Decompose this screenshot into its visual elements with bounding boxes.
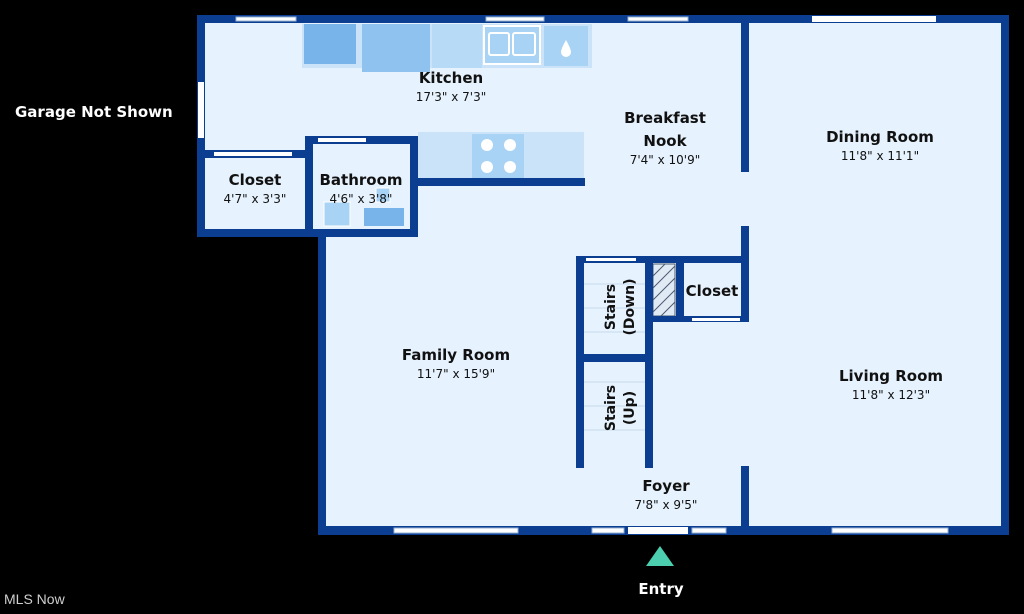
mls-watermark: MLS Now bbox=[4, 591, 65, 607]
living-room-label: Living Room bbox=[839, 367, 943, 385]
kitchen-label: Kitchen bbox=[419, 69, 483, 87]
bathroom-fixtures bbox=[323, 187, 404, 227]
bathroom-label: Bathroom bbox=[319, 171, 402, 189]
living-room-dims: 11'8" x 12'3" bbox=[852, 388, 930, 402]
dishwasher-drop-icon bbox=[561, 40, 571, 57]
kitchen-counter-top bbox=[302, 24, 592, 72]
breakfast-nook-label-line2: Nook bbox=[643, 132, 687, 150]
stairs-down-label: Stairs (Down) bbox=[603, 279, 638, 336]
garage-note: Garage Not Shown bbox=[15, 103, 173, 121]
entry-arrow-icon bbox=[646, 546, 674, 566]
family-room-label: Family Room bbox=[402, 346, 510, 364]
foyer-label: Foyer bbox=[642, 477, 690, 495]
foyer-dims: 7'8" x 9'5" bbox=[635, 498, 698, 512]
kitchen-sink-icon bbox=[488, 32, 536, 56]
closet-left-label: Closet bbox=[229, 171, 282, 189]
closet-right-label: Closet bbox=[686, 282, 739, 300]
closet-left-dims: 4'7" x 3'3" bbox=[224, 192, 287, 206]
breakfast-nook-label-line1: Breakfast bbox=[624, 109, 706, 127]
kitchen-counter-island bbox=[418, 132, 584, 180]
closet-hatch-icon bbox=[652, 263, 676, 317]
bathroom-dims: 4'6" x 3'8" bbox=[330, 192, 393, 206]
dining-room-dims: 11'8" x 11'1" bbox=[841, 149, 919, 163]
windows bbox=[198, 16, 949, 534]
kitchen-dims: 17'3" x 7'3" bbox=[416, 90, 487, 104]
entry-label: Entry bbox=[638, 580, 683, 598]
stairs-down-line1: Stairs bbox=[603, 284, 619, 330]
stairs-up-label: Stairs (Up) bbox=[603, 385, 638, 431]
stairs-up-line2: (Up) bbox=[622, 391, 638, 425]
stair-treads bbox=[583, 283, 646, 431]
dining-room-label: Dining Room bbox=[826, 128, 934, 146]
breakfast-nook-dims: 7'4" x 10'9" bbox=[630, 153, 701, 167]
stove-burner-icon bbox=[481, 139, 516, 173]
stairs-up-line1: Stairs bbox=[603, 385, 619, 431]
stairs-down-line2: (Down) bbox=[622, 279, 638, 336]
family-room-dims: 11'7" x 15'9" bbox=[417, 367, 495, 381]
